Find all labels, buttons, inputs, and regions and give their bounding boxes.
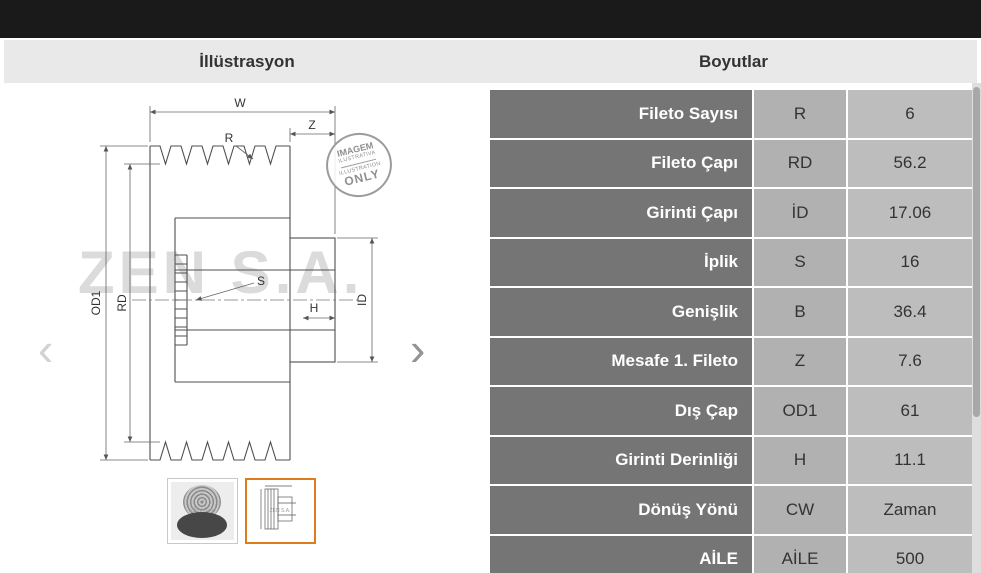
dimension-label: İplik [490, 238, 752, 286]
thumbnail-strip: ZEN S.A. ZEN S.A. [167, 478, 316, 544]
dimension-label: Dönüş Yönü [490, 486, 752, 534]
dimension-value: 36.4 [848, 288, 972, 336]
dimension-value: 61 [848, 387, 972, 435]
mini-drawing-watermark: ZEN S.A. [270, 508, 291, 514]
pulley-photo-thumbnail: ZEN S.A. [171, 482, 234, 540]
dimension-code: Z [754, 337, 846, 385]
thumbnail-watermark: ZEN S.A. [189, 507, 215, 514]
table-row: İplik S 16 [490, 238, 972, 286]
dimension-code: S [754, 238, 846, 286]
drawing-thumbnail: ZEN S.A. [249, 482, 312, 540]
dimension-label: Girinti Derinliği [490, 436, 752, 484]
dimensions-table: Fileto Sayısı R 6 Fileto Çapı RD 56.2 Gi… [490, 90, 972, 573]
dimension-value: Zaman [848, 486, 972, 534]
dimension-value: 7.6 [848, 337, 972, 385]
section-header-bar: İllüstrasyon Boyutlar [4, 40, 977, 83]
dimension-code: İD [754, 189, 846, 237]
table-row: AİLE AİLE 500 [490, 535, 972, 573]
table-scrollbar[interactable] [972, 83, 981, 573]
dimension-code: H [754, 436, 846, 484]
mini-drawing: ZEN S.A. [260, 485, 296, 530]
dimension-label: Girinti Çapı [490, 189, 752, 237]
dimension-code: R [754, 90, 846, 138]
dim-label-h: H [310, 301, 319, 315]
prev-image-button[interactable]: ‹ [38, 323, 54, 375]
scrollbar-thumb[interactable] [973, 87, 980, 417]
dim-label-r: R [225, 131, 234, 145]
table-row: Mesafe 1. Fileto Z 7.6 [490, 337, 972, 385]
dimension-label: Fileto Çapı [490, 139, 752, 187]
dim-label-s: S [257, 274, 265, 288]
dimension-code: OD1 [754, 387, 846, 435]
thumbnail-drawing-selected[interactable]: ZEN S.A. [245, 478, 316, 544]
dim-label-z: Z [308, 118, 315, 132]
table-row: Fileto Çapı RD 56.2 [490, 139, 972, 187]
dim-label-od1: OD1 [89, 290, 103, 315]
zen-watermark: ZEN S.A. [78, 239, 364, 306]
thumbnail-photo[interactable]: ZEN S.A. [167, 478, 238, 544]
table-row: Dönüş Yönü CW Zaman [490, 486, 972, 534]
top-bar [0, 0, 981, 38]
pulley-shadow [177, 512, 227, 538]
dimension-value: 16 [848, 238, 972, 286]
table-row: Girinti Çapı İD 17.06 [490, 189, 972, 237]
dimension-value: 56.2 [848, 139, 972, 187]
illustration-panel: ZEN S.A. [0, 83, 490, 573]
dimension-code: B [754, 288, 846, 336]
next-image-button[interactable]: › [410, 323, 426, 375]
table-row: Dış Çap OD1 61 [490, 387, 972, 435]
dimension-code: AİLE [754, 535, 846, 573]
dimension-label: AİLE [490, 535, 752, 573]
dimension-label: Genişlik [490, 288, 752, 336]
dimension-value: 17.06 [848, 189, 972, 237]
dimension-label: Fileto Sayısı [490, 90, 752, 138]
dimension-code: CW [754, 486, 846, 534]
dim-label-rd: RD [115, 294, 129, 312]
table-row: Girinti Derinliği H 11.1 [490, 436, 972, 484]
dim-label-id: ID [355, 294, 369, 306]
dimension-label: Dış Çap [490, 387, 752, 435]
dimension-label: Mesafe 1. Fileto [490, 337, 752, 385]
dim-label-w: W [234, 96, 246, 110]
pulley-technical-drawing: W Z R OD1 RD S H ID [89, 96, 378, 461]
dimension-code: RD [754, 139, 846, 187]
table-row: Fileto Sayısı R 6 [490, 90, 972, 138]
illustration-header: İllüstrasyon [199, 51, 295, 71]
dimensions-header: Boyutlar [699, 51, 768, 71]
dimension-value: 500 [848, 535, 972, 573]
table-row: Genişlik B 36.4 [490, 288, 972, 336]
dimension-value: 6 [848, 90, 972, 138]
dimension-value: 11.1 [848, 436, 972, 484]
